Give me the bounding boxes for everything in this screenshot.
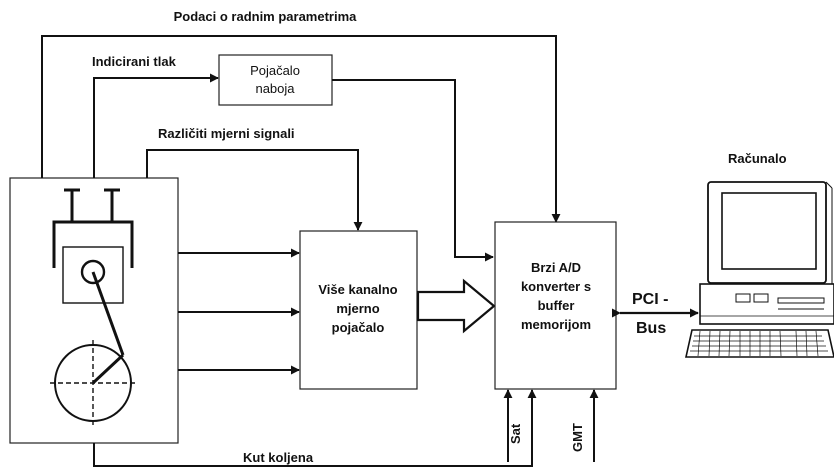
- adc-line2: konverter s: [521, 279, 591, 294]
- adc-line4: memorijom: [521, 317, 591, 332]
- valve-left: [64, 188, 80, 222]
- label-operating-params: Podaci o radnim parametrima: [174, 9, 358, 24]
- wire-operating-params: [41, 35, 561, 223]
- wire-indicated-pressure: [93, 73, 219, 178]
- charge-amp-line1: Pojačalo: [250, 63, 300, 78]
- wire-crank-angle: [93, 389, 537, 467]
- multi-amp-line1: Više kanalno: [318, 282, 397, 297]
- valve-right: [104, 188, 120, 222]
- label-sat: Sat: [508, 423, 523, 444]
- computer-icon: [685, 181, 834, 358]
- label-pci-line1: PCI -: [632, 291, 668, 308]
- adc-line1: Brzi A/D: [531, 260, 581, 275]
- label-gmt: GMT: [570, 423, 585, 452]
- label-indicated-pressure: Indicirani tlak: [92, 54, 177, 69]
- connecting-rod: [91, 271, 125, 356]
- multichannel-amplifier-box: [299, 230, 418, 390]
- cylinder-liner: [52, 220, 134, 268]
- adc-box: [494, 221, 617, 390]
- piston: [62, 246, 124, 304]
- charge-amplifier-box: [218, 54, 333, 106]
- label-various-signals: Različiti mjerni signali: [158, 126, 295, 141]
- wire-various-signals: [146, 149, 363, 231]
- data-bus-arrow: [416, 278, 496, 334]
- crank-arm: [91, 353, 125, 385]
- label-crank-angle: Kut koljena: [243, 450, 314, 465]
- charge-amp-line2: naboja: [255, 81, 295, 96]
- label-pci-line2: Bus: [636, 320, 666, 337]
- adc-line3: buffer: [538, 298, 575, 313]
- multi-amp-line3: pojačalo: [332, 320, 385, 335]
- engine-block: [9, 177, 179, 444]
- wire-charge-to-adc: [332, 79, 494, 262]
- label-computer: Računalo: [728, 151, 787, 166]
- multi-amp-line2: mjerno: [336, 301, 379, 316]
